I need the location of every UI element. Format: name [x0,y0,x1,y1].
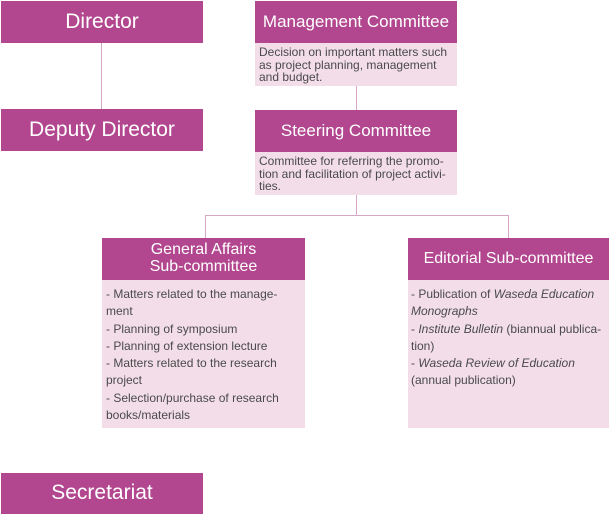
connector-horizontal [205,215,509,216]
item-text: (biannual publica- [503,321,602,336]
steering-committee-label: Steering Committee [280,121,432,141]
general-affairs-list: - Matters related to the manage- ment - … [106,286,301,424]
list-item: - Publication of Waseda Education [411,286,606,303]
list-item: project [106,373,143,388]
description-line: tion and facilitation of project activi- [259,166,446,181]
management-committee-description: Decision on important matters such as pr… [255,43,457,86]
editorial-label: Editorial Sub-committee [423,249,594,267]
list-item: - Planning of symposium [106,321,238,336]
item-text: - [411,321,419,336]
publication-title: Institute Bulletin [418,321,504,336]
publication-title: Waseda Review of Education [418,356,575,371]
list-item: tion) [411,338,606,355]
list-item: - Matters related to the research [106,356,277,371]
list-item: - Matters related to the manage- [106,287,278,301]
list-item: books/materials [106,408,191,423]
list-item: - Waseda Review of Education [411,355,606,372]
general-affairs-label-line: General Affairs [150,241,257,259]
connector-steering-down [356,195,357,215]
secretariat-box: Secretariat [1,473,203,514]
steering-committee-description: Committee for referring the promo- tion … [255,152,457,195]
director-label: Director [65,9,139,33]
list-item: - Institute Bulletin (biannual publica- [411,321,606,338]
editorial-list: - Publication of Waseda Education Monogr… [411,286,606,390]
connector-director-deputy [101,43,102,109]
description-line: and budget. [259,70,323,84]
deputy-director-box: Deputy Director [1,109,203,151]
publication-title: Waseda Education [493,287,595,301]
connector-general-affairs [205,215,206,238]
list-item: ment [106,304,133,319]
deputy-director-label: Deputy Director [29,117,175,141]
general-affairs-description: - Matters related to the manage- ment - … [102,280,305,428]
management-committee-label: Management Committee [262,12,450,32]
editorial-description: - Publication of Waseda Education Monogr… [408,280,609,428]
description-line: as project planning, management [259,57,437,72]
editorial-box: Editorial Sub-committee [408,238,609,280]
steering-committee-box: Steering Committee [255,110,457,152]
description-line: Decision on important matters such [259,45,448,59]
list-item: - Planning of extension lecture [106,338,268,353]
management-committee-box: Management Committee [255,1,457,43]
director-box: Director [1,1,203,43]
item-text: (annual publication) [411,373,516,388]
list-item: - Selection/purchase of research [106,390,279,405]
list-item: (annual publication) [411,372,606,389]
list-item: Monographs [411,303,606,320]
secretariat-label: Secretariat [51,481,153,505]
general-affairs-box: General Affairs Sub-committee [102,238,305,280]
description-line: ties. [259,179,282,193]
item-text: tion) [411,338,435,353]
publication-title: Monographs [411,304,478,319]
general-affairs-label-line: Sub-committee [149,258,258,275]
connector-management-steering [356,86,357,110]
item-text: - [411,356,419,371]
connector-editorial [508,215,509,238]
description-line: Committee for referring the promo- [259,154,444,168]
item-text: - Publication of [411,287,494,301]
